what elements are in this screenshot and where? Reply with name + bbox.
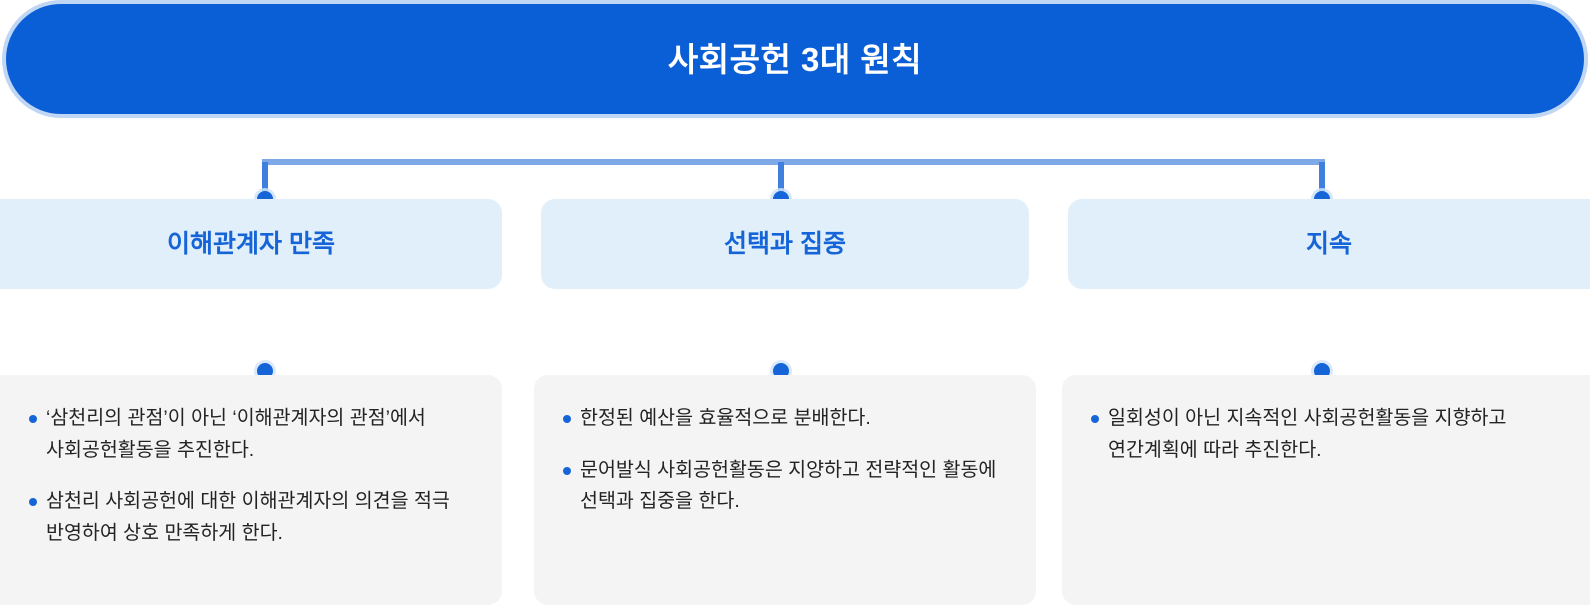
category-box-stakeholder-satisfaction: 이해관계자 만족 [0, 199, 502, 289]
category-label: 이해관계자 만족 [167, 229, 335, 258]
detail-panel-stakeholder-satisfaction: ‘삼천리의 관점’이 아닌 ‘이해관계자의 관점’에서 사회공헌활동을 추진한다… [0, 375, 502, 605]
detail-panel-continuity: 일회성이 아닌 지속적인 사회공헌활동을 지향하고 연간계획에 따라 추진한다. [1062, 375, 1590, 605]
diagram-header-bar: 사회공헌 3대 원칙 [6, 4, 1584, 114]
category-box-continuity: 지속 [1068, 199, 1590, 289]
list-item: ‘삼천리의 관점’이 아닌 ‘이해관계자의 관점’에서 사회공헌활동을 추진한다… [18, 403, 478, 466]
bullet-list: 한정된 예산을 효율적으로 분배한다. 문어발식 사회공헌활동은 지양하고 전략… [552, 403, 1012, 518]
list-item: 삼천리 사회공헌에 대한 이해관계자의 의견을 적극 반영하여 상호 만족하게 … [18, 486, 478, 549]
diagram-title: 사회공헌 3대 원칙 [667, 40, 923, 78]
list-item-text: ‘삼천리의 관점’이 아닌 ‘이해관계자의 관점’에서 사회공헌활동을 추진한다… [46, 407, 426, 461]
bullet-dot-icon [563, 466, 571, 475]
list-item: 일회성이 아닌 지속적인 사회공헌활동을 지향하고 연간계획에 따라 추진한다. [1080, 403, 1566, 466]
bullet-dot-icon [29, 415, 37, 423]
list-item: 한정된 예산을 효율적으로 분배한다. [552, 403, 1012, 435]
bullet-list: 일회성이 아닌 지속적인 사회공헌활동을 지향하고 연간계획에 따라 추진한다. [1080, 403, 1566, 466]
category-box-selection-and-focus: 선택과 집중 [541, 199, 1029, 289]
list-item-text: 한정된 예산을 효율적으로 분배한다. [580, 407, 871, 429]
bullet-list: ‘삼천리의 관점’이 아닌 ‘이해관계자의 관점’에서 사회공헌활동을 추진한다… [18, 403, 478, 549]
list-item: 문어발식 사회공헌활동은 지양하고 전략적인 활동에 선택과 집중을 한다. [552, 455, 1012, 518]
category-label: 선택과 집중 [724, 229, 846, 258]
list-item-text: 삼천리 사회공헌에 대한 이해관계자의 의견을 적극 반영하여 상호 만족하게 … [46, 490, 450, 544]
category-label: 지속 [1305, 229, 1352, 258]
bullet-dot-icon [1091, 415, 1099, 423]
bullet-dot-icon [563, 415, 571, 423]
bullet-dot-icon [29, 498, 37, 507]
list-item-text: 일회성이 아닌 지속적인 사회공헌활동을 지향하고 연간계획에 따라 추진한다. [1108, 407, 1507, 461]
detail-panel-selection-and-focus: 한정된 예산을 효율적으로 분배한다. 문어발식 사회공헌활동은 지양하고 전략… [534, 375, 1036, 605]
list-item-text: 문어발식 사회공헌활동은 지양하고 전략적인 활동에 선택과 집중을 한다. [580, 458, 997, 513]
